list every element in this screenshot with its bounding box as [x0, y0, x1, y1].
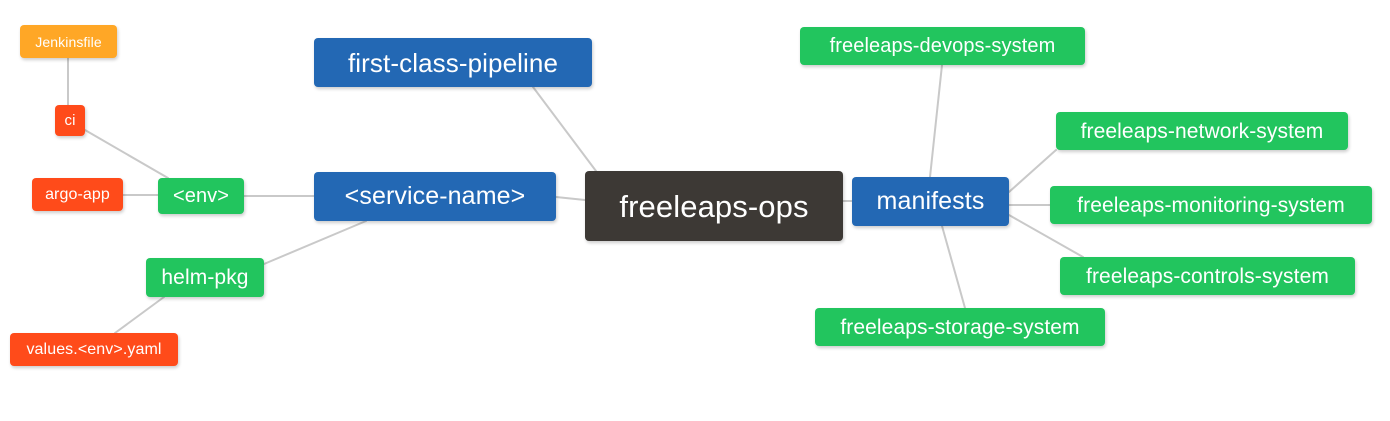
node-service-name[interactable]: <service-name> — [314, 172, 556, 221]
node-first-class-pipeline[interactable]: first-class-pipeline — [314, 38, 592, 87]
node-label-ci: ci — [64, 112, 76, 129]
edge-manifests-to-freeleaps-network-system — [1008, 149, 1057, 193]
node-freeleaps-devops-system[interactable]: freeleaps-devops-system — [800, 27, 1085, 65]
node-label-freeleaps-network-system: freeleaps-network-system — [1080, 119, 1324, 143]
edge-freeleaps-ops-to-first-class-pipeline — [532, 86, 597, 172]
node-freeleaps-ops[interactable]: freeleaps-ops — [585, 171, 843, 241]
node-freeleaps-controls-system[interactable]: freeleaps-controls-system — [1060, 257, 1355, 295]
node-manifests[interactable]: manifests — [852, 177, 1009, 226]
node-label-service-name: <service-name> — [344, 182, 526, 210]
node-label-values-env-yaml: values.<env>.yaml — [26, 340, 162, 358]
node-label-argo-app: argo-app — [45, 185, 110, 203]
node-label-jenkinsfile: Jenkinsfile — [35, 33, 102, 50]
node-jenkinsfile[interactable]: Jenkinsfile — [20, 25, 117, 58]
node-label-env: <env> — [172, 185, 230, 207]
node-label-helm-pkg: helm-pkg — [161, 266, 249, 289]
node-ci[interactable]: ci — [55, 105, 85, 136]
node-env[interactable]: <env> — [158, 178, 244, 214]
node-helm-pkg[interactable]: helm-pkg — [146, 258, 264, 297]
edge-env-to-ci — [84, 129, 169, 179]
edge-manifests-to-freeleaps-storage-system — [941, 225, 966, 309]
node-argo-app[interactable]: argo-app — [32, 178, 123, 211]
node-freeleaps-network-system[interactable]: freeleaps-network-system — [1056, 112, 1348, 150]
node-freeleaps-storage-system[interactable]: freeleaps-storage-system — [815, 308, 1105, 346]
node-label-freeleaps-storage-system: freeleaps-storage-system — [840, 315, 1080, 339]
node-label-freeleaps-controls-system: freeleaps-controls-system — [1086, 264, 1329, 288]
edge-manifests-to-freeleaps-devops-system — [929, 64, 943, 178]
edge-service-name-to-helm-pkg — [263, 220, 367, 265]
edge-freeleaps-ops-to-service-name — [555, 196, 586, 201]
node-freeleaps-monitoring-system[interactable]: freeleaps-monitoring-system — [1050, 186, 1372, 224]
node-label-freeleaps-devops-system: freeleaps-devops-system — [829, 35, 1056, 57]
node-label-manifests: manifests — [876, 187, 985, 215]
node-values-env-yaml[interactable]: values.<env>.yaml — [10, 333, 178, 366]
node-label-first-class-pipeline: first-class-pipeline — [347, 47, 559, 78]
node-label-freeleaps-ops: freeleaps-ops — [619, 188, 809, 224]
edge-helm-pkg-to-values-env-yaml — [114, 296, 165, 334]
node-label-freeleaps-monitoring-system: freeleaps-monitoring-system — [1077, 193, 1345, 217]
